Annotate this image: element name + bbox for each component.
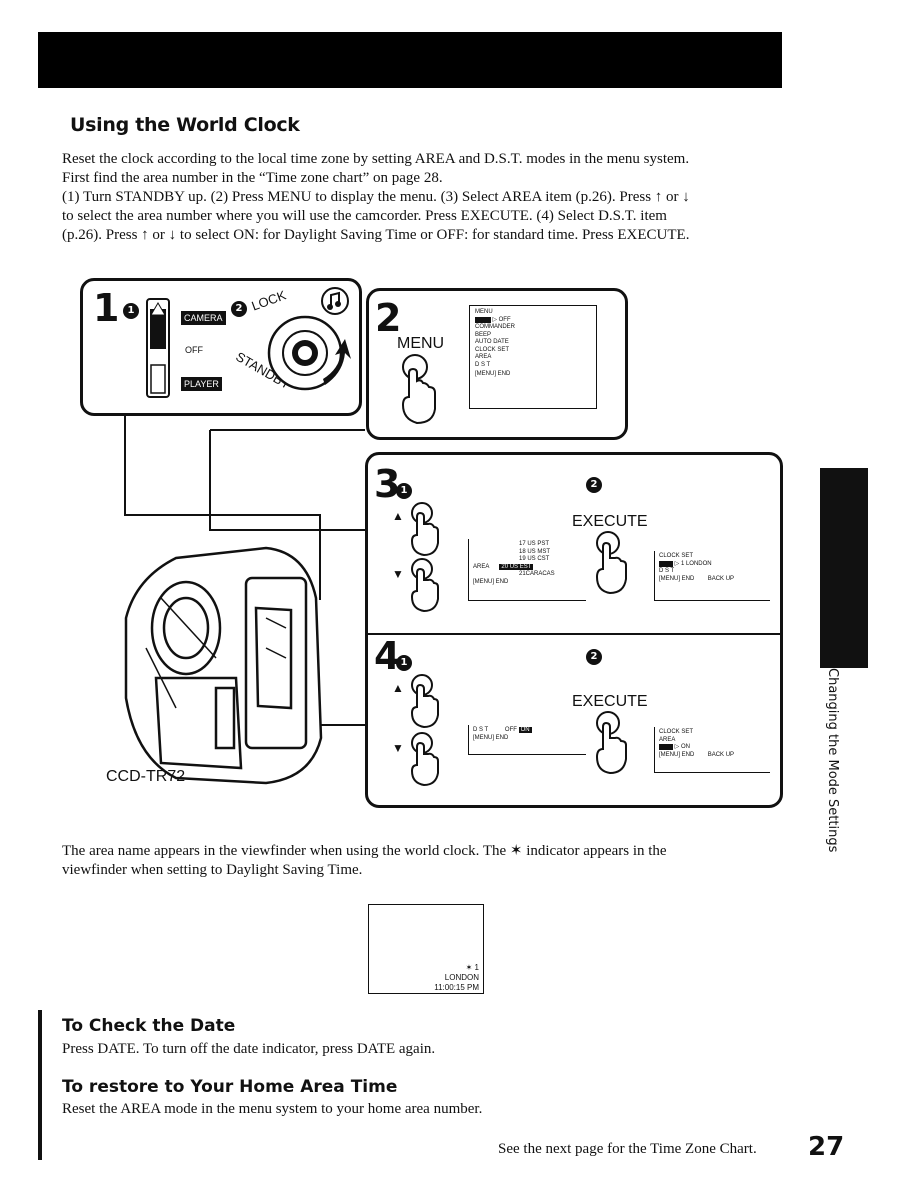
side-label: Changing the Mode Settings bbox=[825, 668, 840, 853]
lcd-row: AREA bbox=[659, 736, 676, 743]
viewfinder-display: ✶ 1 LONDON 11:00:15 PM bbox=[368, 904, 484, 994]
step3-sub2-badge: 2 bbox=[586, 477, 602, 493]
viewfinder-dst-indicator: ✶ 1 bbox=[465, 963, 479, 972]
menu-button-label: MENU bbox=[397, 335, 445, 352]
area-row: 21CARACAS bbox=[519, 571, 555, 577]
lcd-row: ▷ ON bbox=[659, 744, 766, 752]
lcd-row: CLOCK SET bbox=[659, 729, 694, 735]
side-tab-marker bbox=[820, 468, 868, 668]
viewfinder-area: LONDON bbox=[444, 973, 479, 982]
clock-set-lcd: CLOCK SET ▷ 1 LONDON D S T [MENU] END BA… bbox=[654, 551, 770, 601]
binding-bar bbox=[38, 1010, 42, 1160]
lcd-row: D S T OFF ON bbox=[473, 727, 532, 733]
player-mode-label: PLAYER bbox=[181, 377, 222, 391]
lcd-footer: [MENU] END BACK UP bbox=[659, 751, 735, 758]
standby-dial-icon bbox=[267, 315, 351, 391]
viewfinder-paragraph: The area name appears in the viewfinder … bbox=[62, 842, 782, 880]
lcd-footer: [MENU] END bbox=[473, 734, 509, 741]
step1-sub1-badge: 1 bbox=[123, 303, 139, 319]
page-number: 27 bbox=[808, 1132, 845, 1162]
area-list-lcd: 17 US PST 18 US MST 19 US CST AREA 20 US… bbox=[468, 539, 586, 601]
step1-panel: 1 1 CAMERA OFF PLAYER 2 LOCK STANDBY bbox=[80, 278, 362, 416]
up-button-press-icon bbox=[410, 674, 439, 729]
step2-number: 2 bbox=[375, 296, 402, 340]
lcd-item: AUTO DATE bbox=[475, 339, 509, 345]
down-arrow-icon: ▼ bbox=[392, 567, 404, 581]
down-arrow-icon: ▼ bbox=[392, 741, 404, 755]
restore-title: To restore to Your Home Area Time bbox=[62, 1077, 398, 1097]
area-row: 18 US MST bbox=[519, 548, 551, 555]
lcd-row: CLOCK SET bbox=[659, 553, 694, 559]
up-arrow-icon: ▲ bbox=[392, 509, 404, 523]
area-row: 17 US PST bbox=[519, 541, 550, 547]
up-arrow-icon: ▲ bbox=[392, 681, 404, 695]
execute-label: EXECUTE bbox=[572, 693, 648, 710]
lcd-row: D S T bbox=[659, 568, 675, 574]
intro-paragraph: Reset the clock according to the local t… bbox=[62, 150, 782, 245]
step4-sub2-badge: 2 bbox=[586, 649, 602, 665]
execute-press-icon bbox=[595, 711, 627, 775]
lcd-title: MENU bbox=[475, 309, 493, 315]
lcd-item: CLOCK SET bbox=[475, 346, 510, 353]
down-button-press-icon bbox=[410, 732, 439, 787]
execute-label: EXECUTE bbox=[572, 513, 648, 530]
step4-sub1-badge: 1 bbox=[396, 655, 412, 671]
lcd-footer: [MENU] END BACK UP bbox=[659, 575, 735, 582]
viewfinder-line: viewfinder when setting to Daylight Savi… bbox=[62, 862, 363, 878]
lcd-item: AREA bbox=[475, 354, 492, 360]
lcd-item: BEEP bbox=[475, 331, 492, 338]
step3-sub1-badge: 1 bbox=[396, 483, 412, 499]
lock-ring-icon bbox=[321, 287, 349, 315]
viewfinder-line: The area name appears in the viewfinder … bbox=[62, 843, 667, 859]
steps-3-4-panel: 3 1 2 ▲ ▼ 17 US PST 18 US MST 19 US CST … bbox=[365, 452, 783, 808]
step1-sub2-badge: 2 bbox=[231, 301, 247, 317]
intro-line: First find the area number in the “Time … bbox=[62, 170, 443, 186]
intro-line: to select the area number where you will… bbox=[62, 208, 667, 224]
dst-list-lcd: D S T OFF ON [MENU] END bbox=[468, 725, 586, 755]
intro-line: (1) Turn STANDBY up. (2) Press MENU to d… bbox=[62, 189, 690, 205]
intro-line: Reset the clock according to the local t… bbox=[62, 151, 690, 167]
area-row: 19 US CST bbox=[519, 556, 550, 562]
power-switch-icon bbox=[146, 298, 170, 398]
up-button-press-icon bbox=[410, 502, 439, 557]
down-button-press-icon bbox=[410, 558, 439, 613]
camera-mode-label: CAMERA bbox=[181, 311, 226, 325]
lcd-item: COMMANDER bbox=[475, 324, 515, 330]
lcd-footer: [MENU] END bbox=[473, 578, 509, 585]
step-divider bbox=[368, 633, 780, 635]
dst-result-lcd: CLOCK SET AREA ▷ ON [MENU] END BACK UP bbox=[654, 727, 770, 773]
model-label: CCD-TR72 bbox=[106, 768, 186, 785]
footer-text: See the next page for the Time Zone Char… bbox=[498, 1141, 757, 1157]
restore-text: Reset the AREA mode in the menu system t… bbox=[62, 1101, 483, 1117]
header-bar bbox=[38, 32, 782, 88]
menu-lcd: MENU ▷ OFF COMMANDER BEEP AUTO DATE CLOC… bbox=[469, 305, 597, 409]
section-title: Using the World Clock bbox=[70, 114, 300, 136]
execute-press-icon bbox=[595, 531, 627, 595]
step2-panel: 2 MENU MENU ▷ OFF COMMANDER BEEP AUTO DA… bbox=[366, 288, 628, 440]
intro-line: (p.26). Press ↑ or ↓ to select ON: for D… bbox=[62, 227, 690, 243]
press-finger-icon bbox=[401, 354, 436, 425]
step3-number: 3 bbox=[374, 462, 401, 506]
off-mode-label: OFF bbox=[185, 345, 203, 355]
camcorder-illustration bbox=[124, 546, 323, 785]
step1-number: 1 bbox=[93, 286, 120, 330]
lcd-item: D S T bbox=[475, 361, 491, 368]
viewfinder-time: 11:00:15 PM bbox=[434, 983, 479, 992]
lcd-row: ▷ 1 LONDON bbox=[659, 560, 766, 569]
check-date-title: To Check the Date bbox=[62, 1016, 236, 1036]
step4-number: 4 bbox=[374, 634, 401, 678]
check-date-text: Press DATE. To turn off the date indicat… bbox=[62, 1041, 436, 1057]
lcd-footer: [MENU] END bbox=[475, 371, 511, 377]
lcd-row: ▷ OFF bbox=[475, 316, 591, 325]
area-row-selected: AREA 20 US EST bbox=[473, 563, 534, 570]
